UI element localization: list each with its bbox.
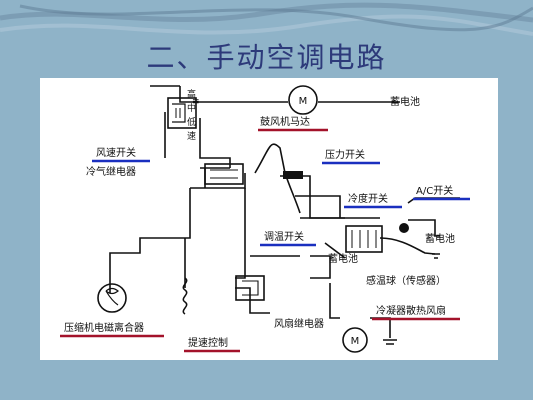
blower-motor-icon: M [288, 85, 318, 115]
condenser-fan-motor-icon: M [342, 327, 368, 353]
ground-icon [383, 235, 440, 345]
circuit-diagram-panel: ≡ M [40, 78, 498, 360]
label-pressure-switch: 压力开关 [325, 148, 365, 161]
label-battery-mid: 蓄电池 [328, 252, 358, 265]
fan-relay-icon [235, 275, 265, 301]
label-cold-air-relay: 冷气继电器 [86, 165, 136, 178]
motor-symbol-bottom: M [351, 336, 360, 347]
label-battery-top: 蓄电池 [390, 95, 420, 108]
decorative-swirl-header [0, 2, 533, 36]
pressure-switch-icon [283, 171, 303, 179]
svg-text:≡: ≡ [192, 97, 200, 107]
label-battery-right: 蓄电池 [425, 232, 455, 245]
speed-control-coil-icon [182, 277, 188, 315]
label-wind-speed-switch: 风速开关 [96, 146, 136, 159]
wind-speed-relay-icon: ≡ [167, 97, 200, 129]
label-compressor-clutch: 压缩机电磁离合器 [64, 321, 144, 334]
label-high: 高 [187, 88, 196, 100]
motor-symbol-top: M [299, 96, 308, 107]
label-condenser-fan: 冷凝器散热风扇 [376, 304, 446, 317]
ac-switch-block-icon [345, 223, 409, 253]
label-blower-motor: 鼓风机马达 [260, 115, 310, 128]
label-speed: 速 [187, 131, 196, 142]
label-ac-switch: A/C开关 [416, 184, 453, 197]
circuit-diagram: ≡ M [60, 85, 470, 353]
label-low: 低 [187, 116, 196, 128]
label-fan-relay: 风扇继电器 [274, 317, 324, 330]
slide-title: 二、手动空调电路 [146, 41, 387, 74]
cold-air-relay-icon [204, 163, 244, 185]
label-temp-sensor: 感温球（传感器） [366, 274, 446, 287]
label-speed-control: 提速控制 [188, 336, 228, 349]
label-thermostat-switch: 调温开关 [264, 230, 304, 243]
compressor-clutch-coil-icon [97, 283, 127, 313]
label-cold-degree-switch: 冷度开关 [348, 192, 388, 205]
label-middle: 中 [187, 102, 196, 114]
